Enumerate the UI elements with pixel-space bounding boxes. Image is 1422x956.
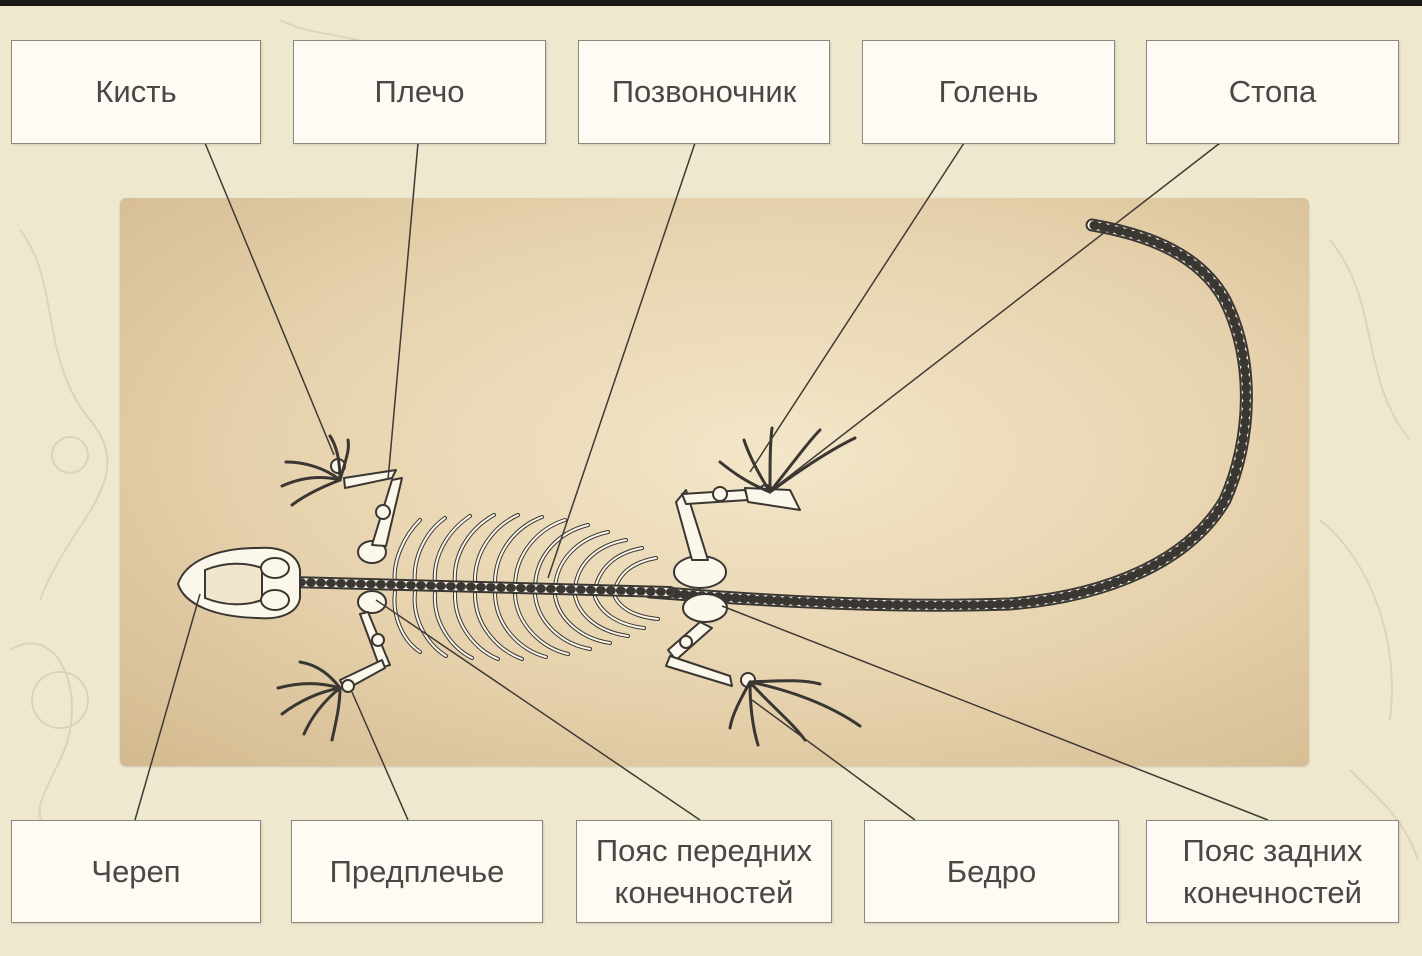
leader-line-shin [750, 143, 964, 472]
leader-line-forearm [352, 692, 408, 820]
label-shin-text: Голень [939, 71, 1039, 113]
label-hindlimb-girdle: Пояс задних конечностей [1146, 820, 1399, 923]
label-shoulder: Плечо [293, 40, 546, 144]
label-forelimb-girdle-line2: конечностей [615, 872, 794, 914]
label-forelimb-girdle: Пояс передних конечностей [576, 820, 832, 923]
label-thigh-text: Бедро [947, 851, 1036, 893]
label-shin: Голень [862, 40, 1115, 144]
leader-line-spine [548, 143, 695, 578]
label-hindlimb-girdle-line1: Пояс задних [1183, 830, 1363, 872]
label-foot-text: Стопа [1229, 71, 1317, 113]
leader-lines [135, 143, 1268, 820]
label-spine-text: Позвоночник [612, 71, 797, 113]
label-spine: Позвоночник [578, 40, 830, 144]
lizard-skeleton [178, 225, 1246, 745]
label-skull: Череп [11, 820, 261, 923]
label-forearm: Предплечье [291, 820, 543, 923]
leader-line-forelimb-girdle [376, 600, 700, 820]
leader-line-foot [778, 143, 1220, 485]
label-forelimb-girdle-line1: Пояс передних [596, 830, 812, 872]
leader-line-hand [205, 143, 334, 455]
label-hand: Кисть [11, 40, 261, 144]
label-shoulder-text: Плечо [375, 71, 465, 113]
label-hindlimb-girdle-line2: конечностей [1183, 872, 1362, 914]
label-forearm-text: Предплечье [330, 851, 505, 893]
label-skull-text: Череп [91, 851, 180, 893]
leader-line-hindlimb-girdle [722, 606, 1268, 820]
leader-line-shoulder [388, 143, 418, 480]
leader-line-thigh [752, 700, 915, 820]
label-thigh: Бедро [864, 820, 1119, 923]
leader-line-skull [135, 594, 200, 820]
label-foot: Стопа [1146, 40, 1399, 144]
label-hand-text: Кисть [95, 71, 176, 113]
